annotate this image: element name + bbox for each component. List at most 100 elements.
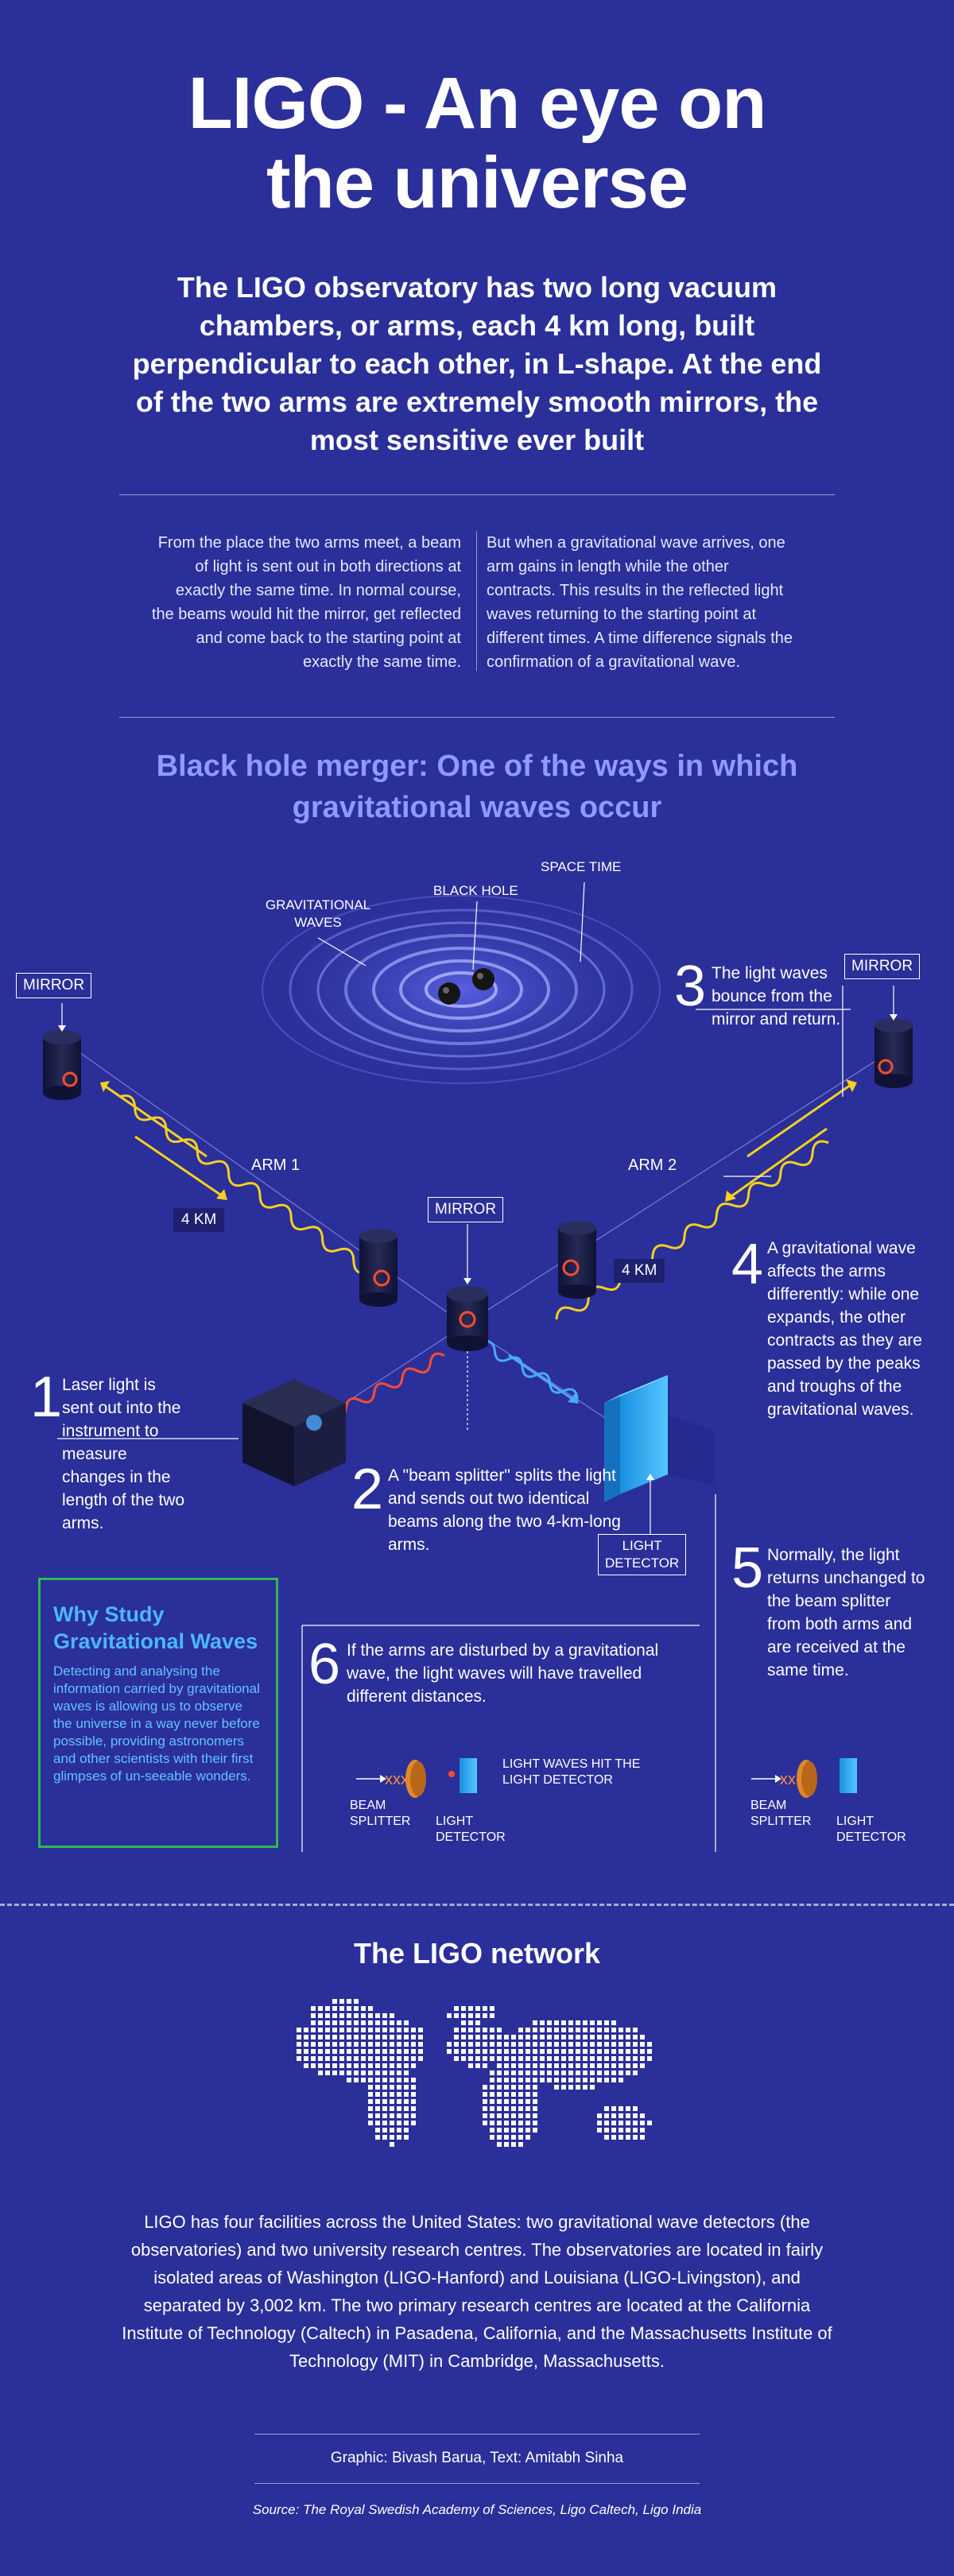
map-dot <box>590 2020 595 2025</box>
network-body: LIGO has four facilities across the Unit… <box>122 2212 832 2371</box>
section-title: Black hole merger: One of the ways in wh… <box>80 746 874 828</box>
map-dot <box>397 2063 401 2068</box>
map-dot <box>533 2028 537 2032</box>
map-dot <box>483 2113 487 2118</box>
map-dot <box>533 2042 537 2047</box>
map-dot <box>511 2121 516 2125</box>
map-dot <box>368 2070 373 2075</box>
map-dot <box>568 2028 573 2032</box>
map-dot <box>347 2070 351 2075</box>
map-dot <box>318 2035 323 2039</box>
map-dot <box>454 2028 459 2032</box>
label-4km-right: 4 KM <box>614 1259 665 1283</box>
map-dot <box>504 2063 509 2068</box>
map-dot <box>518 2135 523 2140</box>
map-dot <box>375 2092 380 2097</box>
map-dot <box>368 2099 373 2104</box>
map-dot <box>468 2063 473 2068</box>
map-dot <box>375 2056 380 2061</box>
map-dot <box>339 2006 344 2011</box>
map-dot <box>497 2070 502 2075</box>
map-dot <box>540 2020 545 2025</box>
mini1-beam-splitter-line-2: SPLITTER <box>350 1815 411 1828</box>
map-dot <box>540 2028 545 2032</box>
map-dot <box>497 2063 502 2068</box>
ligo-diagram: xxx xx <box>43 881 913 1852</box>
map-dot <box>554 2042 559 2047</box>
gravitational-wave-spiral <box>246 886 676 1093</box>
map-dot <box>318 2070 323 2075</box>
mirror-arm2-near <box>558 1221 596 1299</box>
map-dot <box>497 2056 502 2061</box>
map-dot <box>483 2085 487 2090</box>
map-dot <box>518 2106 523 2111</box>
intro-right-column: But when a gravitational wave arrives, o… <box>487 534 793 671</box>
map-dot <box>533 2035 537 2039</box>
map-dot <box>339 2020 344 2025</box>
laser-arm2 <box>555 1140 829 1320</box>
map-dot <box>633 2028 638 2032</box>
map-dot <box>525 2063 530 2068</box>
map-dot <box>368 2113 373 2118</box>
map-dot <box>475 2028 480 2032</box>
map-dot <box>511 2113 516 2118</box>
map-dot <box>382 2063 387 2068</box>
map-dot <box>411 2035 416 2039</box>
mini2-beam-splitter-label: BEAM SPLITTER <box>750 1798 811 1830</box>
map-dot <box>490 2028 494 2032</box>
map-dot <box>368 2078 373 2082</box>
map-dot <box>518 2028 523 2032</box>
map-dot <box>382 2135 387 2140</box>
map-dot <box>390 2070 394 2075</box>
map-dot <box>597 2070 602 2075</box>
map-dot <box>547 2078 552 2082</box>
map-dot <box>583 2063 588 2068</box>
label-light-detector: LIGHT DETECTOR <box>598 1534 687 1575</box>
map-dot <box>361 2042 366 2047</box>
map-dot <box>454 2035 459 2039</box>
map-dot <box>468 2028 473 2032</box>
map-dot <box>397 2078 401 2082</box>
map-dot <box>468 2042 473 2047</box>
map-dot <box>361 2028 366 2032</box>
map-dot <box>597 2113 602 2118</box>
map-dot <box>540 2042 545 2047</box>
map-dot <box>397 2135 401 2140</box>
map-dot <box>404 2063 409 2068</box>
map-dot <box>375 2042 380 2047</box>
map-dot <box>461 2056 466 2061</box>
map-dot <box>490 2035 494 2039</box>
map-dot <box>354 2035 359 2039</box>
map-dot <box>375 2049 380 2054</box>
map-dot <box>411 2078 416 2082</box>
map-dot <box>626 2042 630 2047</box>
mirror-arm1-near <box>359 1229 398 1307</box>
map-dot <box>533 2085 537 2090</box>
map-dot <box>640 2113 645 2118</box>
subtitle: The LIGO observatory has two long vacuum… <box>132 271 822 456</box>
map-dot <box>483 2099 487 2104</box>
map-dot <box>490 2121 494 2125</box>
map-dot <box>604 2106 609 2111</box>
svg-text:xxx: xxx <box>385 1771 409 1788</box>
map-dot <box>504 2085 509 2090</box>
map-dot <box>390 2099 394 2104</box>
map-dot <box>411 2042 416 2047</box>
map-dot <box>490 2078 494 2082</box>
map-dot <box>332 1999 337 2004</box>
map-dot <box>554 2056 559 2061</box>
map-dot <box>504 2099 509 2104</box>
map-dot <box>518 2113 523 2118</box>
map-dot <box>468 2020 473 2025</box>
map-dot <box>525 2070 530 2075</box>
map-dot <box>304 2056 308 2061</box>
map-dot <box>297 2056 301 2061</box>
map-dot <box>533 2020 537 2025</box>
map-dot <box>504 2035 509 2039</box>
map-dot <box>561 2070 566 2075</box>
map-dot <box>640 2049 645 2054</box>
title-line-1: LIGO - An eye on <box>188 63 767 144</box>
map-dot <box>404 2056 409 2061</box>
map-dot <box>468 2006 473 2011</box>
map-dot <box>647 2056 652 2061</box>
